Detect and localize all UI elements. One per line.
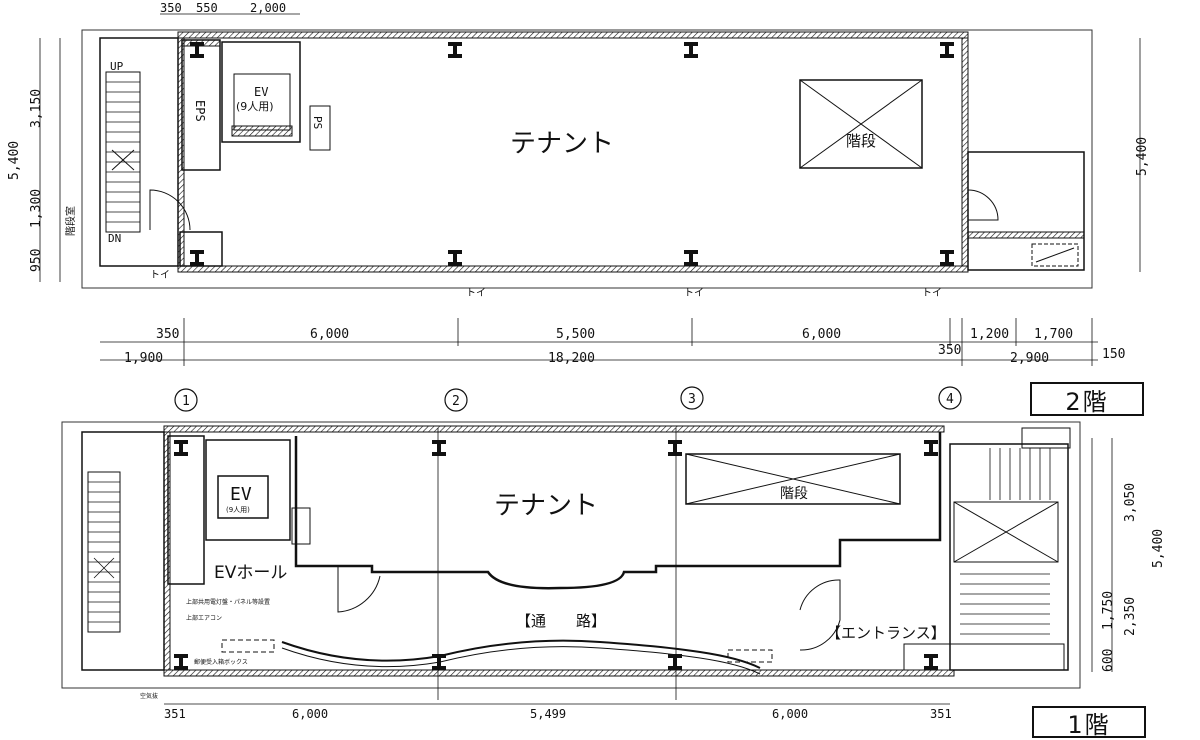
f1-tenant-label: テナント: [494, 491, 598, 521]
f1-note-0: 上部共用電灯盤・パネル等設置: [186, 598, 270, 606]
floor1-ev-car: [217, 475, 269, 519]
f2-dim-bottom-3: 6,000: [802, 327, 841, 342]
f2-dim-left-2: 1,300: [29, 189, 44, 228]
f1-ev-hall-label: EVホール: [214, 563, 287, 583]
f2-dim-bottom-2: 5,500: [556, 327, 595, 342]
floor2-stair-area: [99, 37, 179, 267]
floor2-south-wall: [177, 265, 969, 273]
floor2-annex-stair: [1031, 243, 1079, 267]
floor1-south-wall: [163, 669, 955, 677]
f2-dn-label: DN: [108, 232, 121, 245]
floor2-ev-shaft: [221, 41, 301, 143]
f2-eps-label: EPS: [193, 100, 207, 122]
f2-dim-total-4: 150: [1102, 347, 1125, 362]
f1-dim-bottom-2: 5,499: [530, 707, 566, 721]
f2-dim-total-2: 350: [938, 343, 961, 358]
f2-dim-bottom-4: 1,200: [970, 327, 1009, 342]
grid-3: 3: [688, 392, 696, 407]
f2-ev-label: EV: [254, 85, 268, 99]
f1-stair-void-label: 階段: [780, 486, 808, 502]
f2-dim-bottom-1: 6,000: [310, 327, 349, 342]
f2-dim-total-1: 18,200: [548, 351, 595, 366]
floor1-tenant-door: [337, 566, 381, 613]
floor1-outline: [61, 421, 1081, 689]
floor1-stair-void: [685, 453, 901, 505]
f2-stair-void-label: 階段: [846, 132, 876, 150]
floor2-north-wall: [177, 31, 969, 39]
f1-ev-capacity: (9人用): [226, 506, 250, 514]
f1-dim-right-3: 2,350: [1123, 597, 1138, 636]
floor2-title-box: 2階: [1030, 382, 1144, 416]
f2-ps-label: PS: [311, 116, 324, 129]
f1-dim-bottom-1: 6,000: [292, 707, 328, 721]
f1-dim-right-4: 600: [1101, 649, 1116, 672]
f1-dim-bottom-4: 351: [930, 707, 952, 721]
f2-tenant-label: テナント: [510, 129, 614, 159]
grid-markers: [174, 386, 962, 412]
floor1-west-wall: [163, 431, 171, 671]
floor1-passage-south: [281, 639, 761, 669]
f2-dim-top-2: 2,000: [250, 1, 286, 15]
f2-toilet-3: トイ: [684, 288, 704, 299]
f2-ev-capacity: (9人用): [236, 100, 274, 113]
floor1-north-wall: [163, 425, 945, 433]
floor1-tenant-partition: [294, 432, 942, 590]
floor2-columns: [190, 42, 954, 266]
f2-toilet-1: トイ: [150, 270, 170, 281]
grid-1: 1: [182, 394, 190, 409]
floor2-stair-door: [149, 189, 191, 231]
floor2-plan: [39, 13, 1141, 366]
f2-dim-total-0: 1,900: [124, 351, 163, 366]
f1-dim-bottom-0: 351: [164, 707, 186, 721]
f2-dim-left-0: 5,400: [7, 141, 22, 180]
f2-dim-top-1: 550: [196, 1, 218, 15]
floor1-ps: [291, 507, 311, 545]
f1-dim-right-1: 5,400: [1151, 529, 1166, 568]
floor2-annex: [967, 151, 1085, 271]
floor2-ps: [309, 105, 331, 151]
f2-dim-total-3: 2,900: [1010, 351, 1049, 366]
floor1-title-box: 1階: [1032, 706, 1146, 739]
floor1-ev-shaft: [205, 439, 291, 541]
f2-toilet-4: トイ: [922, 288, 942, 299]
f2-up-label: UP: [110, 60, 124, 73]
grid-4: 4: [946, 392, 954, 407]
f2-toilet-2: トイ: [466, 288, 486, 299]
floor1-entrance-door: [799, 579, 841, 651]
floor2-outline: [81, 29, 1093, 289]
f1-note-1: 上部エアコン: [186, 614, 222, 622]
f1-dim-bottom-3: 6,000: [772, 707, 808, 721]
f1-passage-label: 【通 路】: [516, 612, 606, 630]
floor1-columns: [174, 440, 938, 670]
f1-entrance-label: 【エントランス】: [826, 624, 946, 642]
f2-dim-left-3: 950: [29, 249, 44, 272]
f1-note-2: 郵便受入箱ボックス: [194, 658, 248, 666]
f1-note-3: 空気抜: [140, 692, 158, 700]
f1-dim-right-0: 3,050: [1123, 483, 1138, 522]
floor1-stair-area: [81, 431, 165, 671]
f2-dim-bottom-5: 1,700: [1034, 327, 1073, 342]
f2-dim-bottom-0: 350: [156, 327, 179, 342]
floor2-stair-treads: [106, 81, 140, 223]
f2-side-note: 階段室: [64, 206, 77, 236]
f1-ev-label: EV: [230, 484, 252, 505]
floor2-east-wall: [961, 37, 969, 267]
floor1-eps: [167, 435, 205, 585]
floor2-stair-void: [799, 79, 923, 169]
floor1-plan: [61, 421, 1113, 705]
f2-dim-left-1: 3,150: [29, 89, 44, 128]
grid-2: 2: [452, 394, 460, 409]
f2-dim-right: 5,400: [1135, 137, 1150, 176]
f2-dim-top-0: 350: [160, 1, 182, 15]
f1-dim-right-2: 1,750: [1101, 591, 1116, 630]
